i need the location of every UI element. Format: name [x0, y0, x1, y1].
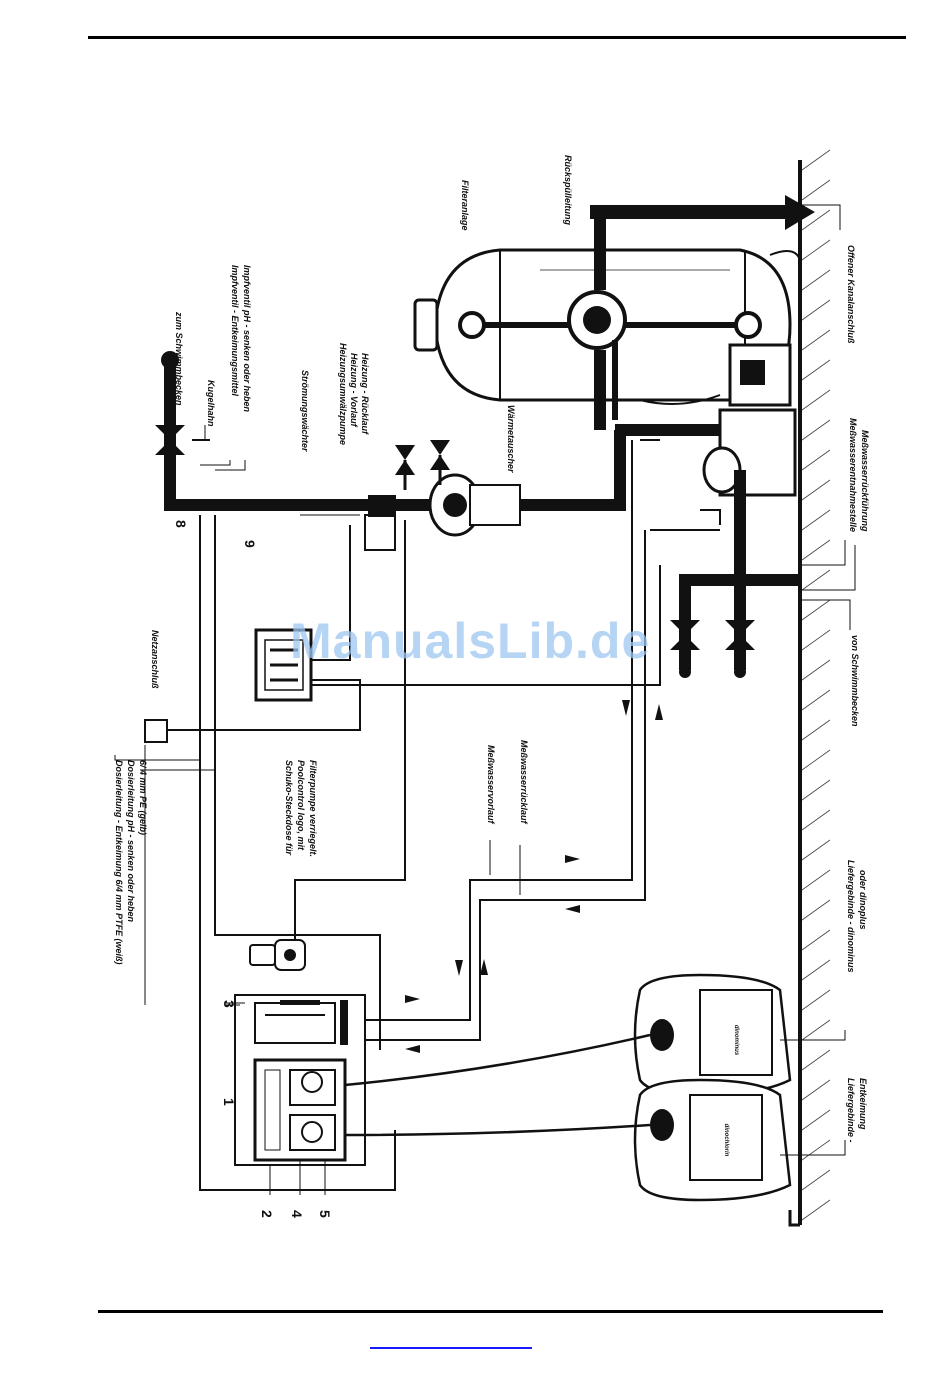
- label-kugelhahn: Kugelhahn: [206, 380, 216, 427]
- footer-link-underline[interactable]: [370, 1347, 532, 1349]
- ref-number-5: 5: [317, 1210, 333, 1218]
- controller-unit: [234, 994, 366, 1166]
- label-netzanschluss: Netzanschluß: [150, 630, 160, 689]
- label-filteranlage: Filteranlage: [460, 180, 470, 231]
- label-impfventil-entkeimung: Impfventil - Entkeimungsmittel: [230, 265, 240, 397]
- label-liefergebinde-entkeimung-2: Entkeimung: [858, 1078, 868, 1130]
- drain-connection: [590, 195, 815, 230]
- label-offener-kanalanschluss: Offener Kanalanschluß: [846, 245, 856, 344]
- label-messwasserruecklauf: Meßwasserrücklauf: [519, 740, 529, 825]
- label-dosierleitung-entkeimung: Dosierleitung - Entkeimung 6/4 mm PTFE (…: [114, 760, 124, 965]
- reference-numbers: 1 2 3 4 5 8 9: [173, 520, 333, 1218]
- ground-wall: [788, 149, 831, 1227]
- ref-number-2: 2: [259, 1210, 275, 1218]
- label-messwasserentnahme: Meßwasserentnahmestelle: [848, 418, 858, 532]
- label-stroemungswaechter: Strömungswächter: [300, 370, 310, 452]
- label-schuko-1: Schuko-Steckdose für: [284, 760, 294, 856]
- label-rueckspuelleitung: Rückspülleitung: [563, 155, 573, 226]
- filter-tank: [413, 210, 801, 430]
- ref-number-9: 9: [242, 540, 258, 548]
- canister-dinochlorin: dinochlorin: [633, 1078, 792, 1202]
- ref-number-3: 3: [221, 1000, 237, 1008]
- top-rule: [88, 36, 906, 39]
- flow-arrows: [405, 700, 663, 1053]
- dosing-lines: [165, 515, 661, 1191]
- label-messwasservorlauf: Meßwasservorlauf: [486, 745, 496, 825]
- mains-socket: [144, 719, 168, 1005]
- label-heizungspumpe: Heizungsumwälzpumpe: [338, 343, 348, 445]
- suction-pipes: [670, 470, 800, 678]
- label-impfventil-ph: Impfventil pH - senken oder heben: [242, 265, 252, 413]
- label-von-schwimmbecken: von Schwimmbecken: [850, 635, 860, 727]
- ref-number-4: 4: [289, 1210, 305, 1218]
- poolcontrol-panel: [254, 628, 313, 702]
- label-zum-schwimmbecken: zum Schwimmbecken: [174, 311, 184, 406]
- sample-water-lines: [360, 439, 720, 1041]
- schuko-socket: [249, 939, 306, 971]
- leader-lines: [114, 204, 856, 1195]
- label-liefergebinde-entkeimung-1: Liefergebinde -: [846, 1078, 856, 1143]
- label-waermetauscher: Wärmetauscher: [506, 405, 516, 473]
- watermark: ManualsLib.de: [290, 613, 651, 669]
- canister-dinominus: dinominus: [633, 973, 792, 1097]
- filter-pump: [615, 343, 797, 497]
- ref-number-8: 8: [173, 520, 189, 528]
- label-schuko-3: Filterpumpe verriegelt.: [308, 760, 318, 857]
- label-messwasserrueckfuehrung: Meßwasserrückführung: [860, 430, 870, 532]
- label-liefergebinde-dinominus-1: Liefergebinde - dinominus: [846, 860, 856, 973]
- canister-label-dinominus: dinominus: [733, 1025, 739, 1056]
- diagram-labels: Kugelhahn zum Schwimmbecken Impfventil -…: [114, 155, 870, 1143]
- heat-exchanger: [364, 440, 521, 551]
- canister-label-dinochlorin: dinochlorin: [723, 1124, 729, 1157]
- label-liefergebinde-dinominus-2: oder dinoplus: [858, 870, 868, 930]
- label-heizung-vorlauf: Heizung - Vorlauf: [349, 353, 359, 428]
- suction-hoses: [344, 1033, 651, 1137]
- label-dosierleitung-ph: Dosierleitung pH - senken oder heben: [126, 760, 136, 923]
- bottom-rule: [98, 1310, 883, 1313]
- label-dosierleitung-pe: 6/ 4 mm PE (gelb): [138, 760, 148, 835]
- ref-number-1: 1: [221, 1098, 237, 1106]
- label-heizung-ruecklauf: Heizung - Rücklauf: [360, 353, 370, 435]
- label-schuko-2: Poolcontrol logo, mit: [296, 760, 306, 851]
